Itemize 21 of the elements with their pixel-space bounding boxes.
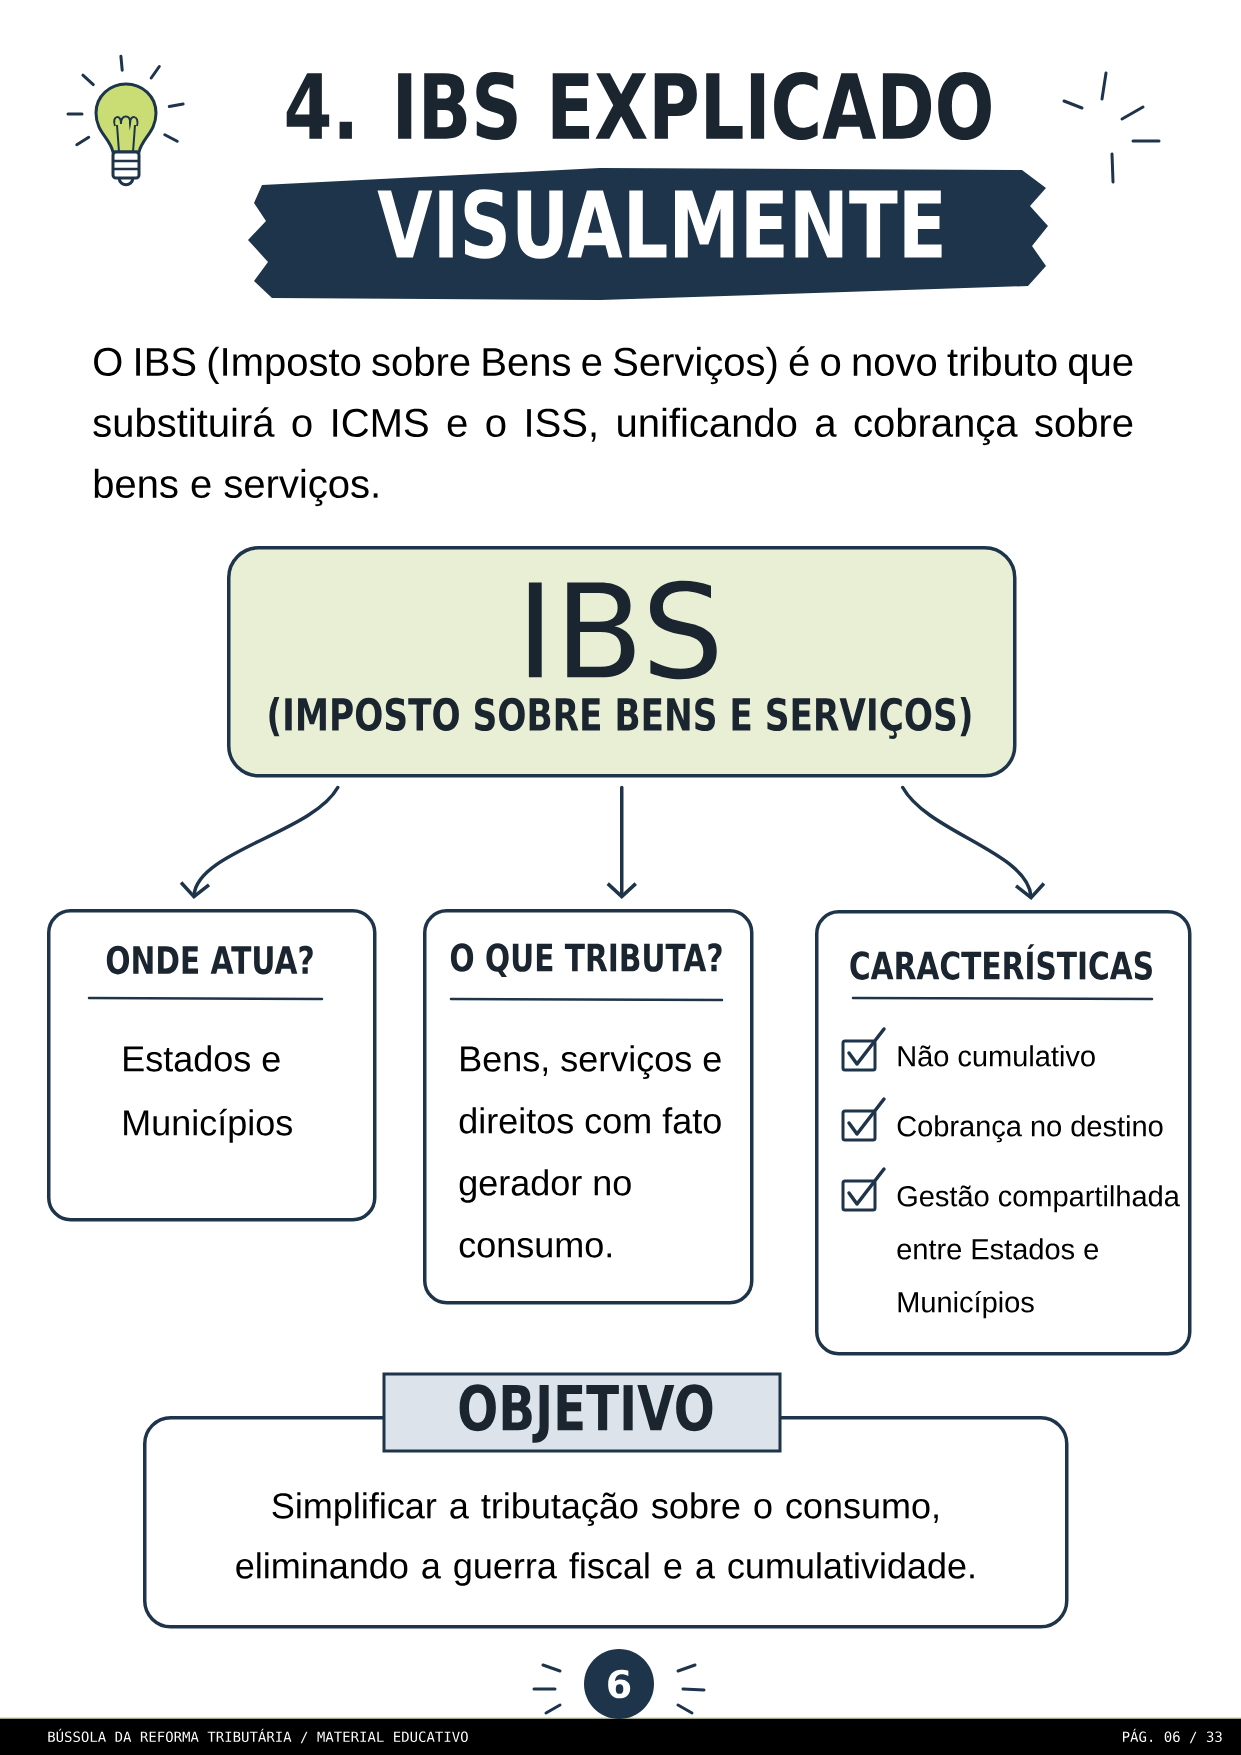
box-heading: CARACTERÍSTICAS: [850, 944, 1152, 980]
title: 4. IBS EXPLICADO: [286, 71, 991, 141]
checklist-item: Cobrança no destino: [897, 1115, 1163, 1143]
checklist-item: Gestão compartilhada entre Estados e Municípios: [897, 1185, 1180, 1319]
box-text: Simplificar a tributação sobre o consumo, eliminando a guerra fiscal e a cumulatividade.: [236, 1492, 974, 1586]
box-heading: O QUE TRIBUTA?: [450, 943, 722, 977]
checklist-item: Não cumulativo: [898, 1045, 1095, 1067]
box-heading: ONDE ATUA?: [106, 945, 313, 975]
footer-text: PÁG. 06 / 33: [1123, 1728, 1222, 1744]
arrow: [179, 785, 340, 899]
box-text: Estados e Municípios: [124, 1045, 292, 1143]
brush-band: VISUALMENTE: [248, 168, 1048, 300]
page-number: 6: [584, 1649, 654, 1719]
intro-paragraph: O IBS (Imposto sobre Bens e Serviços) é o novo tributo que substituirá o ICMS e o ISS, unificando a cobrança sobre bens e serviços.: [93, 346, 1133, 507]
footer-text: BÚSSOLA DA REFORMA TRIBUTÁRIA / MATERIAL EDUCATIVO: [48, 1728, 468, 1744]
arrow: [606, 785, 637, 899]
big-heading: IBS: [528, 580, 717, 680]
subheading: (IMPOSTO SOBRE BENS E SERVIÇOS): [269, 697, 971, 739]
arrow: [901, 785, 1046, 900]
heading-tab: OBJETIVO: [382, 1372, 782, 1453]
box-text: Bens, serviços e direitos com fato gerador no consumo.: [459, 1045, 721, 1258]
